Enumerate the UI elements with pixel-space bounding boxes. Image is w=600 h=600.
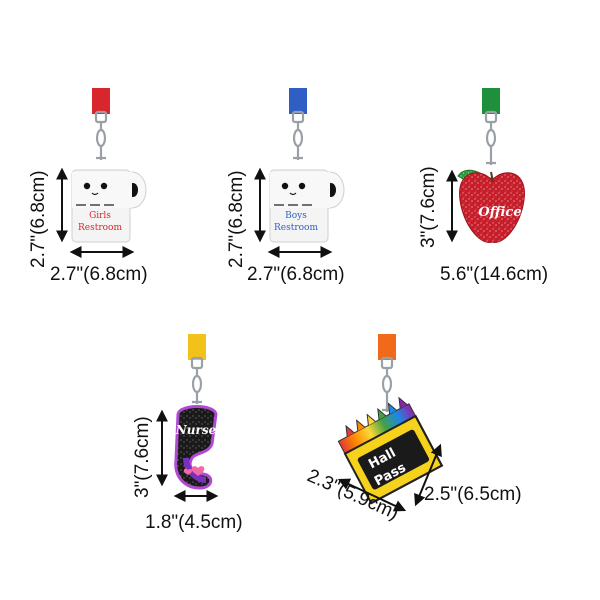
hall-pass: Hall Pass 2.3"(5.9cm) 2.5"(6.5cm) [304,334,522,524]
metal-clip [380,356,394,412]
office-label: Office [478,205,521,220]
height-dimension-arrow [337,478,407,512]
face-icon [281,182,306,196]
lanyard-strap [378,334,396,360]
face-icon [83,182,108,196]
metal-clip [94,110,108,160]
girls-label-line1: Girls [89,211,111,221]
toilet-paper-roll [269,169,345,243]
heart-icon [191,466,205,476]
metal-clip [291,110,305,160]
width-dimension-label: 5.6"(14.6cm) [440,264,548,285]
boys-restroom-pass: Boys Restroom 2.7"(6.8cm) 2.7"(6.8cm) [226,88,345,285]
office-apple-pass: Office 3"(7.6cm) 5.6"(14.6cm) [418,88,548,285]
heart-icon [183,468,193,475]
height-dimension-label: 3"(7.6cm) [132,416,153,498]
height-dimension-label: 2.7"(6.8cm) [28,170,49,268]
nurse-label: Nurse [175,423,217,437]
toilet-paper-roll [71,169,147,243]
lanyard-strap [188,334,206,360]
apple-icon [459,172,525,243]
boys-label-line2: Restroom [274,223,318,233]
width-dimension-label: 2.7"(6.8cm) [247,264,345,285]
girls-label-line2: Restroom [78,223,122,233]
width-dimension-label: 1.8"(4.5cm) [145,512,243,533]
width-dimension-label: 2.5"(6.5cm) [424,484,522,505]
metal-clip [190,356,204,404]
width-dimension-arrow [414,443,442,507]
lanyard-strap [289,88,307,114]
height-dimension-label: 2.7"(6.8cm) [226,170,247,268]
nurse-pass: Nurse 3"(7.6cm) 1.8"(4.5cm) [132,334,243,533]
width-dimension-label: 2.7"(6.8cm) [50,264,148,285]
metal-clip [484,110,498,165]
height-dimension-label: 3"(7.6cm) [418,166,439,248]
girls-restroom-pass: Girls Restroom 2.7"(6.8cm) 2.7"(6.8cm) [28,88,148,285]
lanyard-strap [92,88,110,114]
nurse-shape [174,405,218,490]
lanyard-strap [482,88,500,114]
boys-label-line1: Boys [285,211,307,221]
